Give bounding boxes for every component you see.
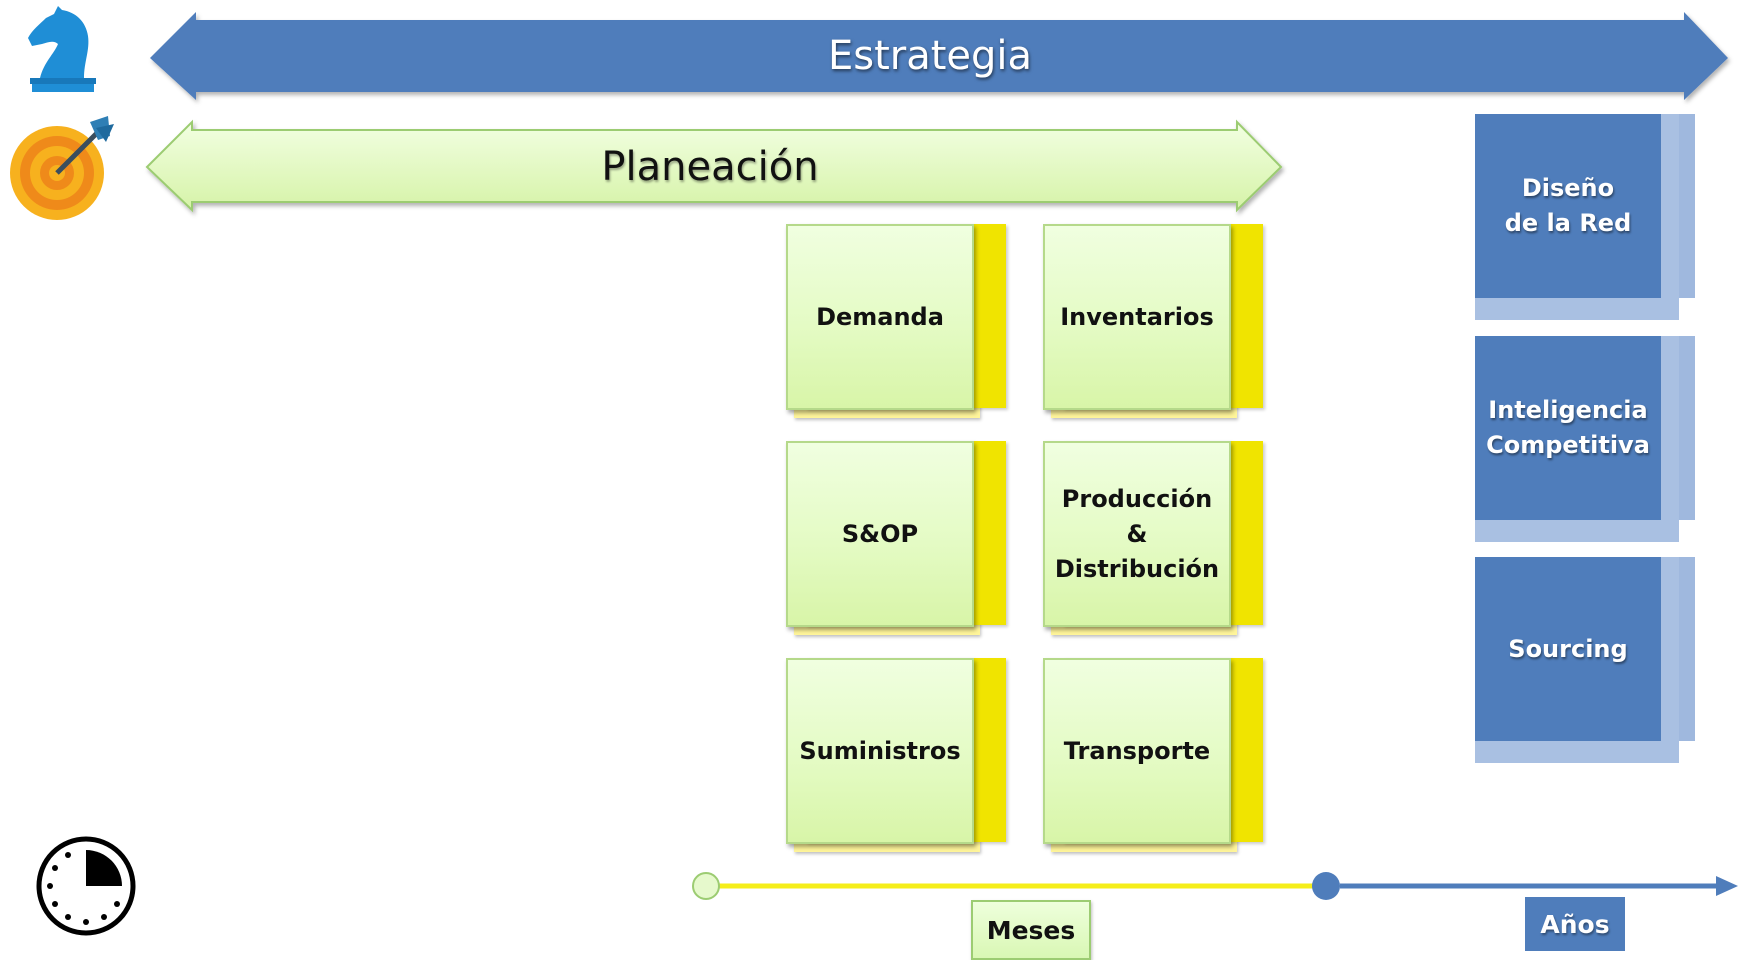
months-label: Meses [986, 915, 1076, 945]
planning-banner-label: Planeación [601, 144, 819, 190]
timeline-start-marker [692, 872, 720, 900]
years-label: Años [1540, 909, 1610, 939]
timeline-mid-marker [1312, 872, 1340, 900]
note-label: Demanda [816, 302, 944, 331]
years-label-box: Años [1525, 897, 1625, 951]
note-label: Inventarios [1060, 302, 1214, 331]
strategy-box-label: Diseño de la Red [1504, 174, 1632, 237]
note-sop: S&OP [786, 441, 1008, 651]
years-timeline-arrowhead [1716, 876, 1738, 896]
note-label: Transporte [1063, 736, 1211, 765]
strategy-banner-label: Estrategia [827, 33, 1033, 79]
target-dart-icon [10, 116, 114, 220]
planning-arrow [145, 119, 1283, 213]
note-label: S&OP [841, 519, 919, 548]
strategy-arrow [150, 12, 1728, 100]
strategy-box-competitive-intelligence: Inteligencia Competitiva [1475, 336, 1697, 546]
chess-knight-icon [28, 6, 96, 92]
clock-icon [36, 836, 136, 936]
strategy-box-network-design: Diseño de la Red [1475, 114, 1697, 324]
note-supplies: Suministros [786, 658, 1008, 868]
note-inventory: Inventarios [1043, 224, 1265, 434]
strategy-box-label: Inteligencia Competitiva [1486, 396, 1650, 459]
strategy-box-sourcing: Sourcing [1475, 557, 1697, 767]
note-transport: Transporte [1043, 658, 1265, 868]
strategy-box-label: Sourcing [1508, 634, 1628, 663]
note-label: Producción & Distribución [1054, 484, 1220, 583]
note-production-distribution: Producción & Distribución [1043, 441, 1265, 651]
note-label: Suministros [799, 736, 961, 765]
months-label-box: Meses [971, 900, 1091, 960]
note-demand: Demanda [786, 224, 1008, 434]
